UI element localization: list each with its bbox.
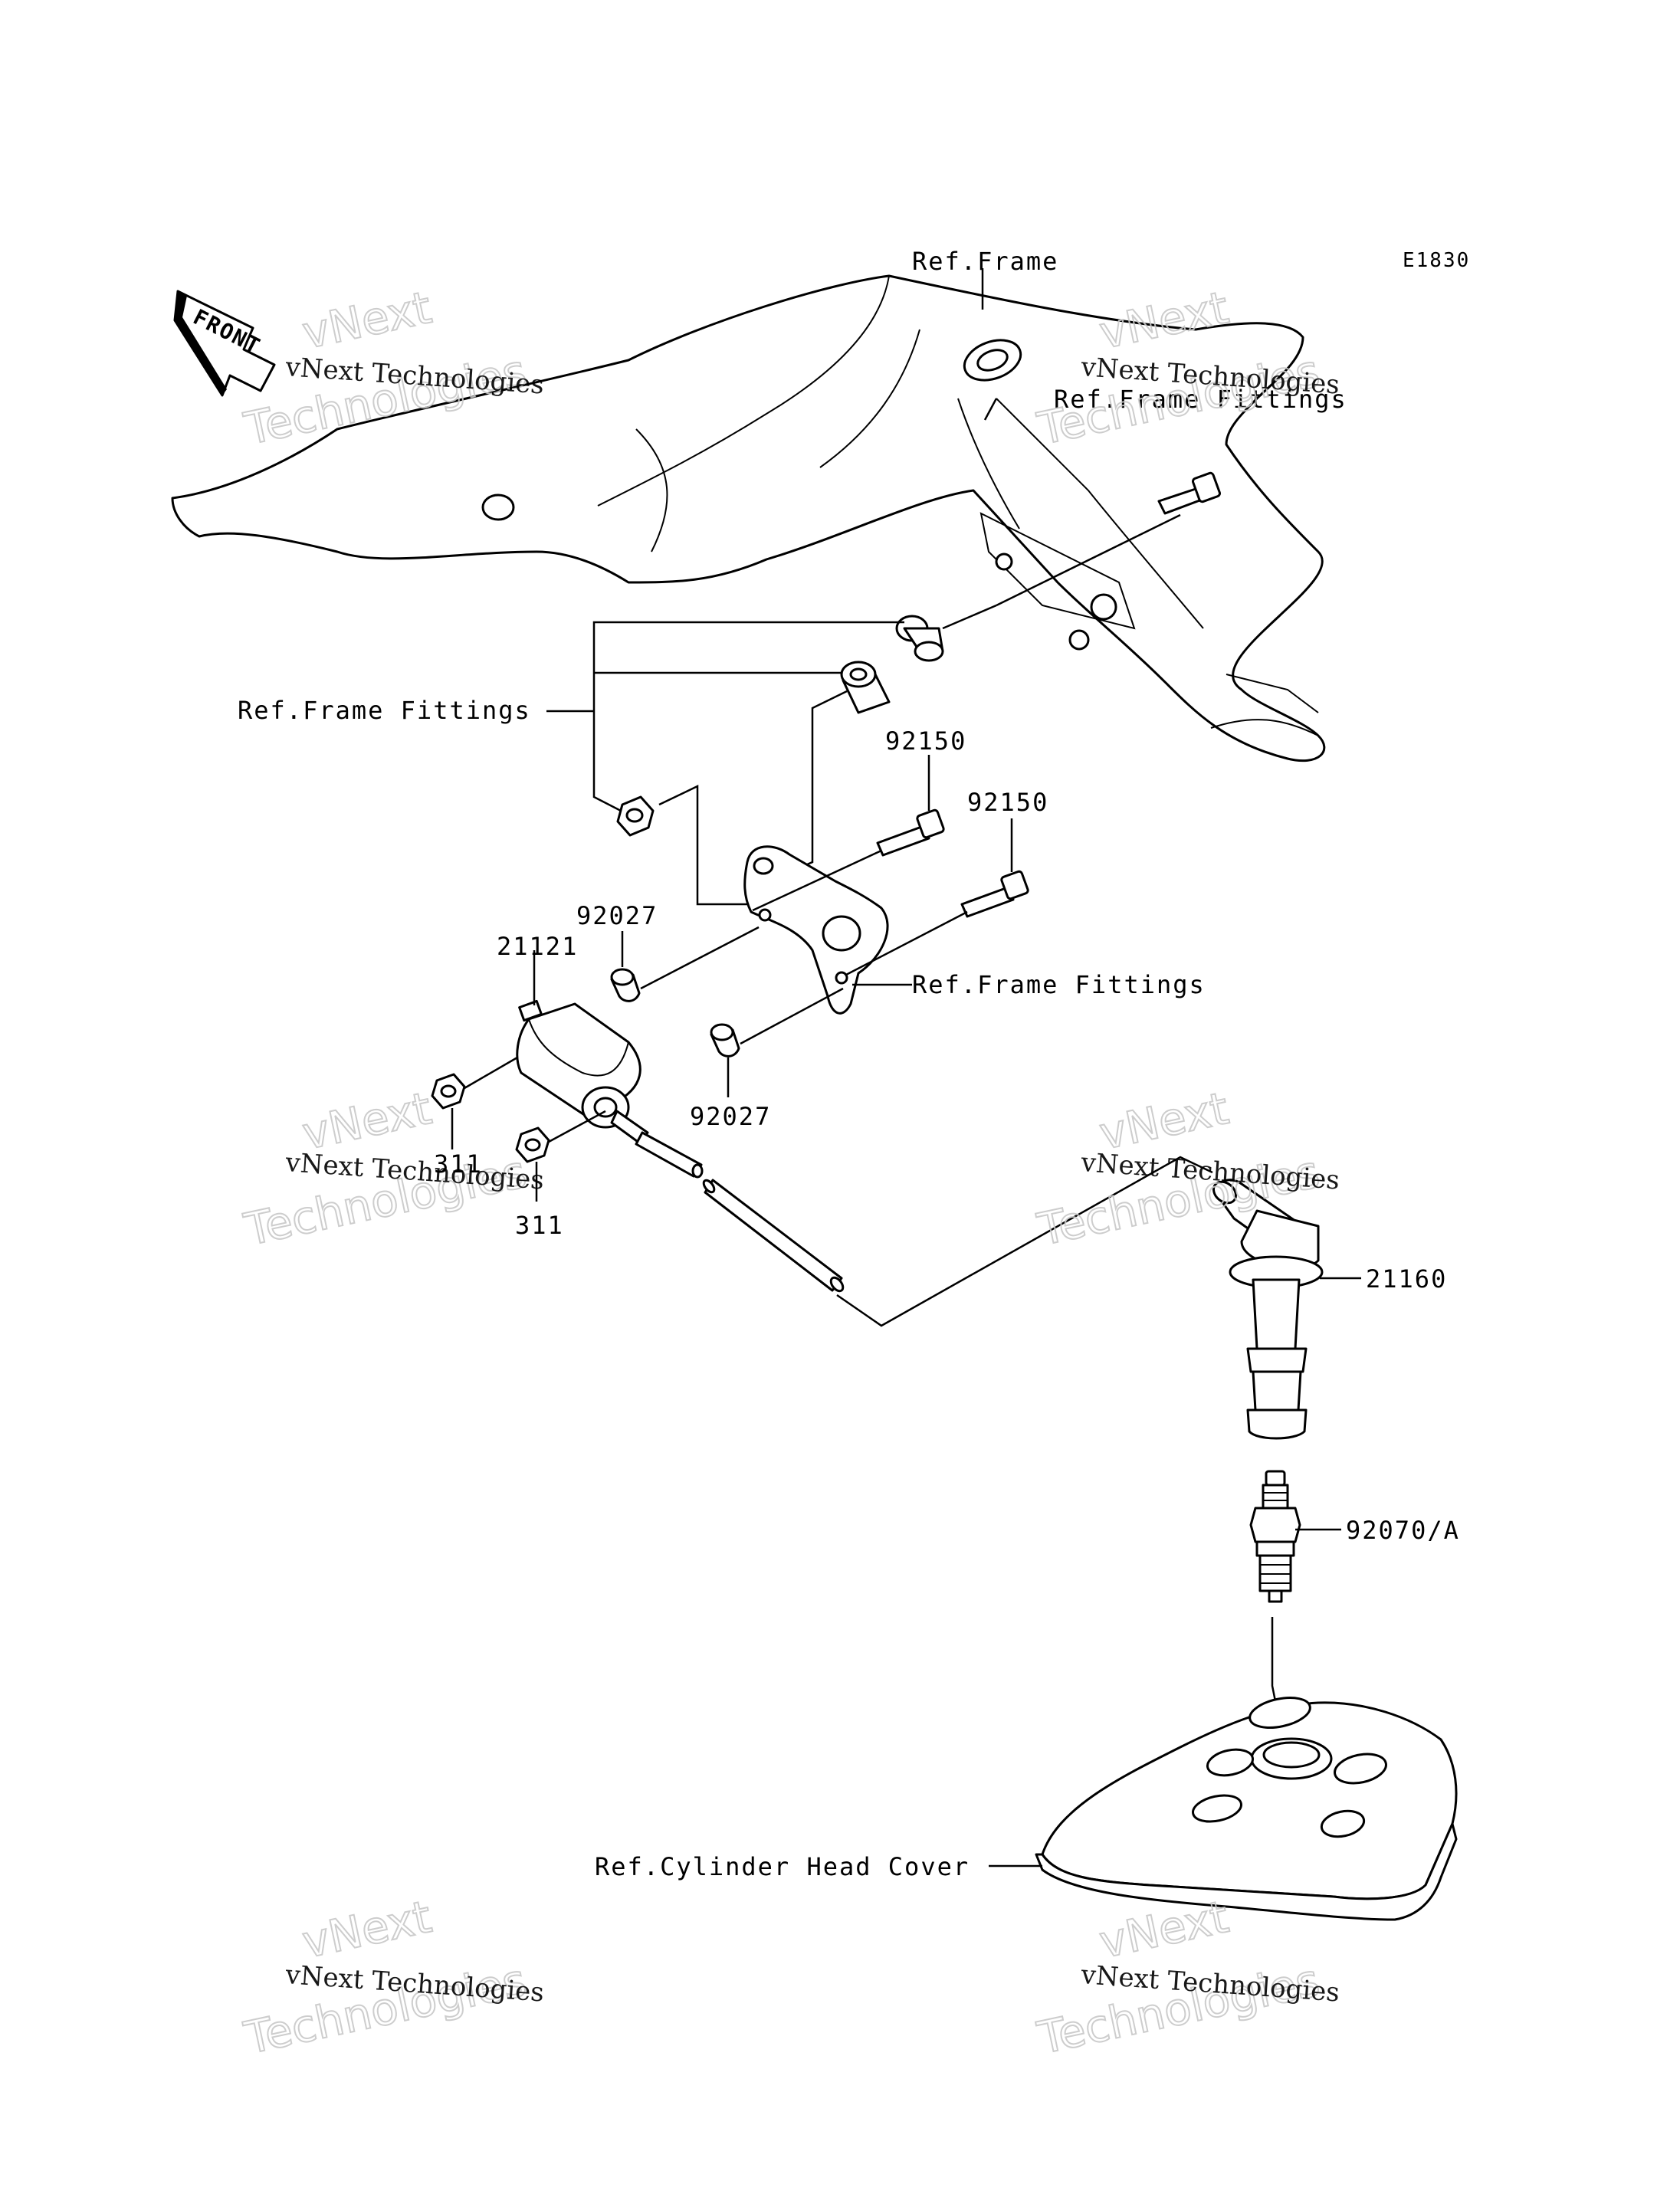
ignition-coil	[516, 950, 704, 1179]
front-arrow-icon: FRONT	[173, 290, 276, 397]
nut-311-b	[515, 1110, 606, 1202]
label-part-92150-a: 92150	[885, 726, 966, 756]
bolt-92150-b	[845, 818, 1029, 976]
watermark-word-a: vNext	[298, 281, 436, 359]
label-ref-frame-fittings-left: Ref.Frame Fittings	[238, 696, 531, 725]
label-part-92027-a: 92027	[576, 901, 658, 930]
frame-drawing	[171, 268, 1326, 762]
label-part-311-a: 311	[434, 1149, 483, 1179]
watermark-word-a: vNext	[1095, 1890, 1233, 1969]
rubber-mount-top	[895, 604, 997, 662]
label-part-92150-b: 92150	[967, 788, 1048, 817]
cylinder-head-cover	[989, 1697, 1458, 1921]
label-part-21160: 21160	[1366, 1264, 1447, 1294]
watermark-word-a: vNext	[298, 1890, 436, 1969]
nut-311-a	[431, 1056, 518, 1149]
label-part-92070a: 92070/A	[1346, 1516, 1460, 1545]
watermark-word-a: vNext	[1095, 1082, 1233, 1160]
watermark-word-a: vNext	[298, 1082, 436, 1160]
label-part-21121: 21121	[497, 932, 578, 961]
label-ref-frame-fittings-mid: Ref.Frame Fittings	[912, 970, 1206, 999]
high-tension-lead	[702, 1156, 1213, 1327]
label-part-311-b: 311	[515, 1211, 564, 1240]
frame-fitting-bolt	[996, 471, 1222, 607]
spark-plug	[1249, 1470, 1341, 1725]
watermark-bottom-right: vNext Technologies vNext Technologies	[1032, 1890, 1340, 2065]
spark-plug-cap	[1212, 1179, 1361, 1440]
diagram-code: E1830	[1403, 249, 1470, 272]
watermark-bottom-left: vNext Technologies vNext Technologies	[239, 1890, 545, 2065]
collar-92027-a	[610, 926, 760, 1002]
watermark-mid-left: vNext Technologies vNext Technologies	[239, 1081, 545, 1257]
label-ref-cylinder-head-cover: Ref.Cylinder Head Cover	[595, 1852, 970, 1881]
coil-bracket	[743, 845, 912, 1015]
mount-nut	[616, 795, 655, 837]
label-ref-frame: Ref.Frame	[912, 247, 1058, 276]
label-ref-frame-fittings-top: Ref.Frame Fittings	[1054, 385, 1347, 414]
rubber-mount-bottom	[840, 661, 891, 714]
collar-92027-b	[710, 987, 844, 1097]
label-part-92027-b: 92027	[690, 1102, 771, 1131]
bolt-92150-a	[752, 755, 945, 912]
